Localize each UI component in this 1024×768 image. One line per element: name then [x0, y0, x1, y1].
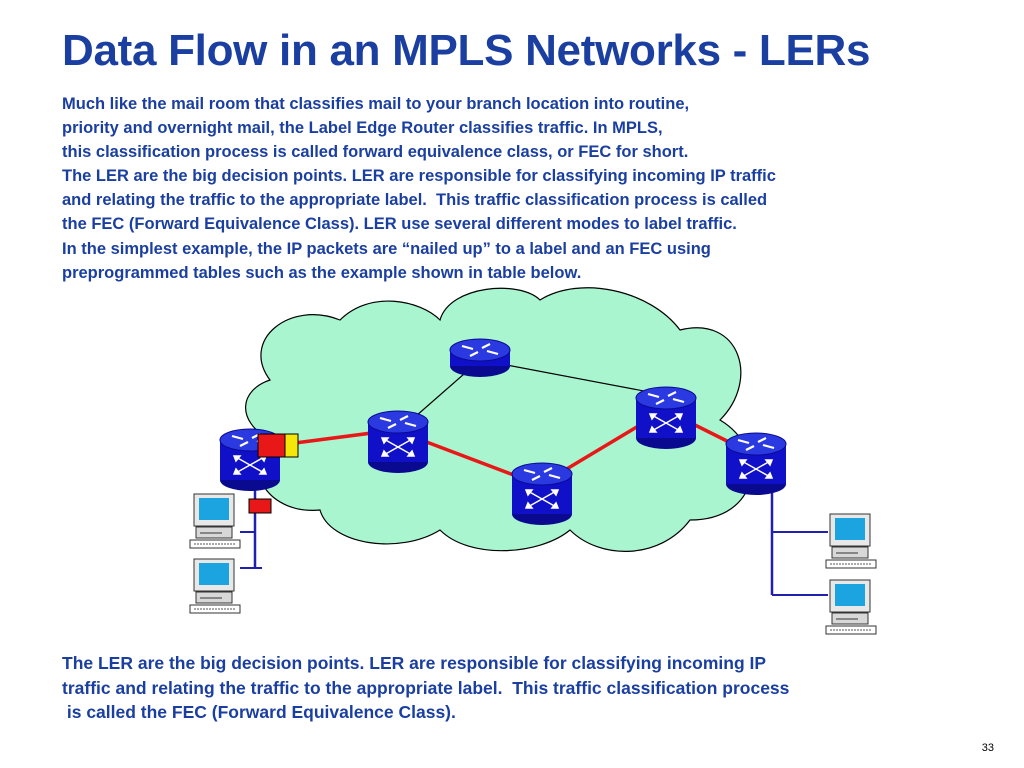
router-icon [510, 461, 574, 527]
packet-icon [248, 498, 272, 514]
computer-icon [189, 558, 241, 614]
slide-title: Data Flow in an MPLS Networks - LERs [62, 26, 871, 75]
summary-line: The LER are the big decision points. LER… [62, 653, 767, 673]
summary-line: is called the FEC (Forward Equivalence C… [62, 702, 456, 722]
intro-line: preprogrammed tables such as the example… [62, 263, 582, 282]
router-icon [448, 337, 512, 379]
packet-icon [257, 433, 299, 458]
router-icon [634, 385, 698, 451]
router-icon [724, 431, 788, 497]
summary-paragraph: The LER are the big decision points. LER… [62, 651, 982, 725]
router-icon [366, 409, 430, 475]
intro-line: priority and overnight mail, the Label E… [62, 119, 663, 138]
page-number: 33 [981, 742, 994, 754]
intro-line: the FEC (Forward Equivalence Class). LER… [62, 215, 737, 234]
intro-paragraph: Much like the mail room that classifies … [62, 92, 962, 285]
intro-line: Much like the mail room that classifies … [62, 95, 690, 113]
host-links [240, 480, 828, 596]
computer-icon [825, 513, 877, 569]
computer-icon [189, 493, 241, 549]
summary-line: traffic and relating the traffic to the … [62, 677, 790, 698]
intro-line: this classification process is called fo… [62, 143, 689, 162]
intro-line: and relating the traffic to the appropri… [62, 191, 768, 210]
computer-icon [825, 579, 877, 635]
intro-line: The LER are the big decision points. LER… [62, 167, 776, 186]
intro-line: In the simplest example, the IP packets … [62, 239, 711, 258]
